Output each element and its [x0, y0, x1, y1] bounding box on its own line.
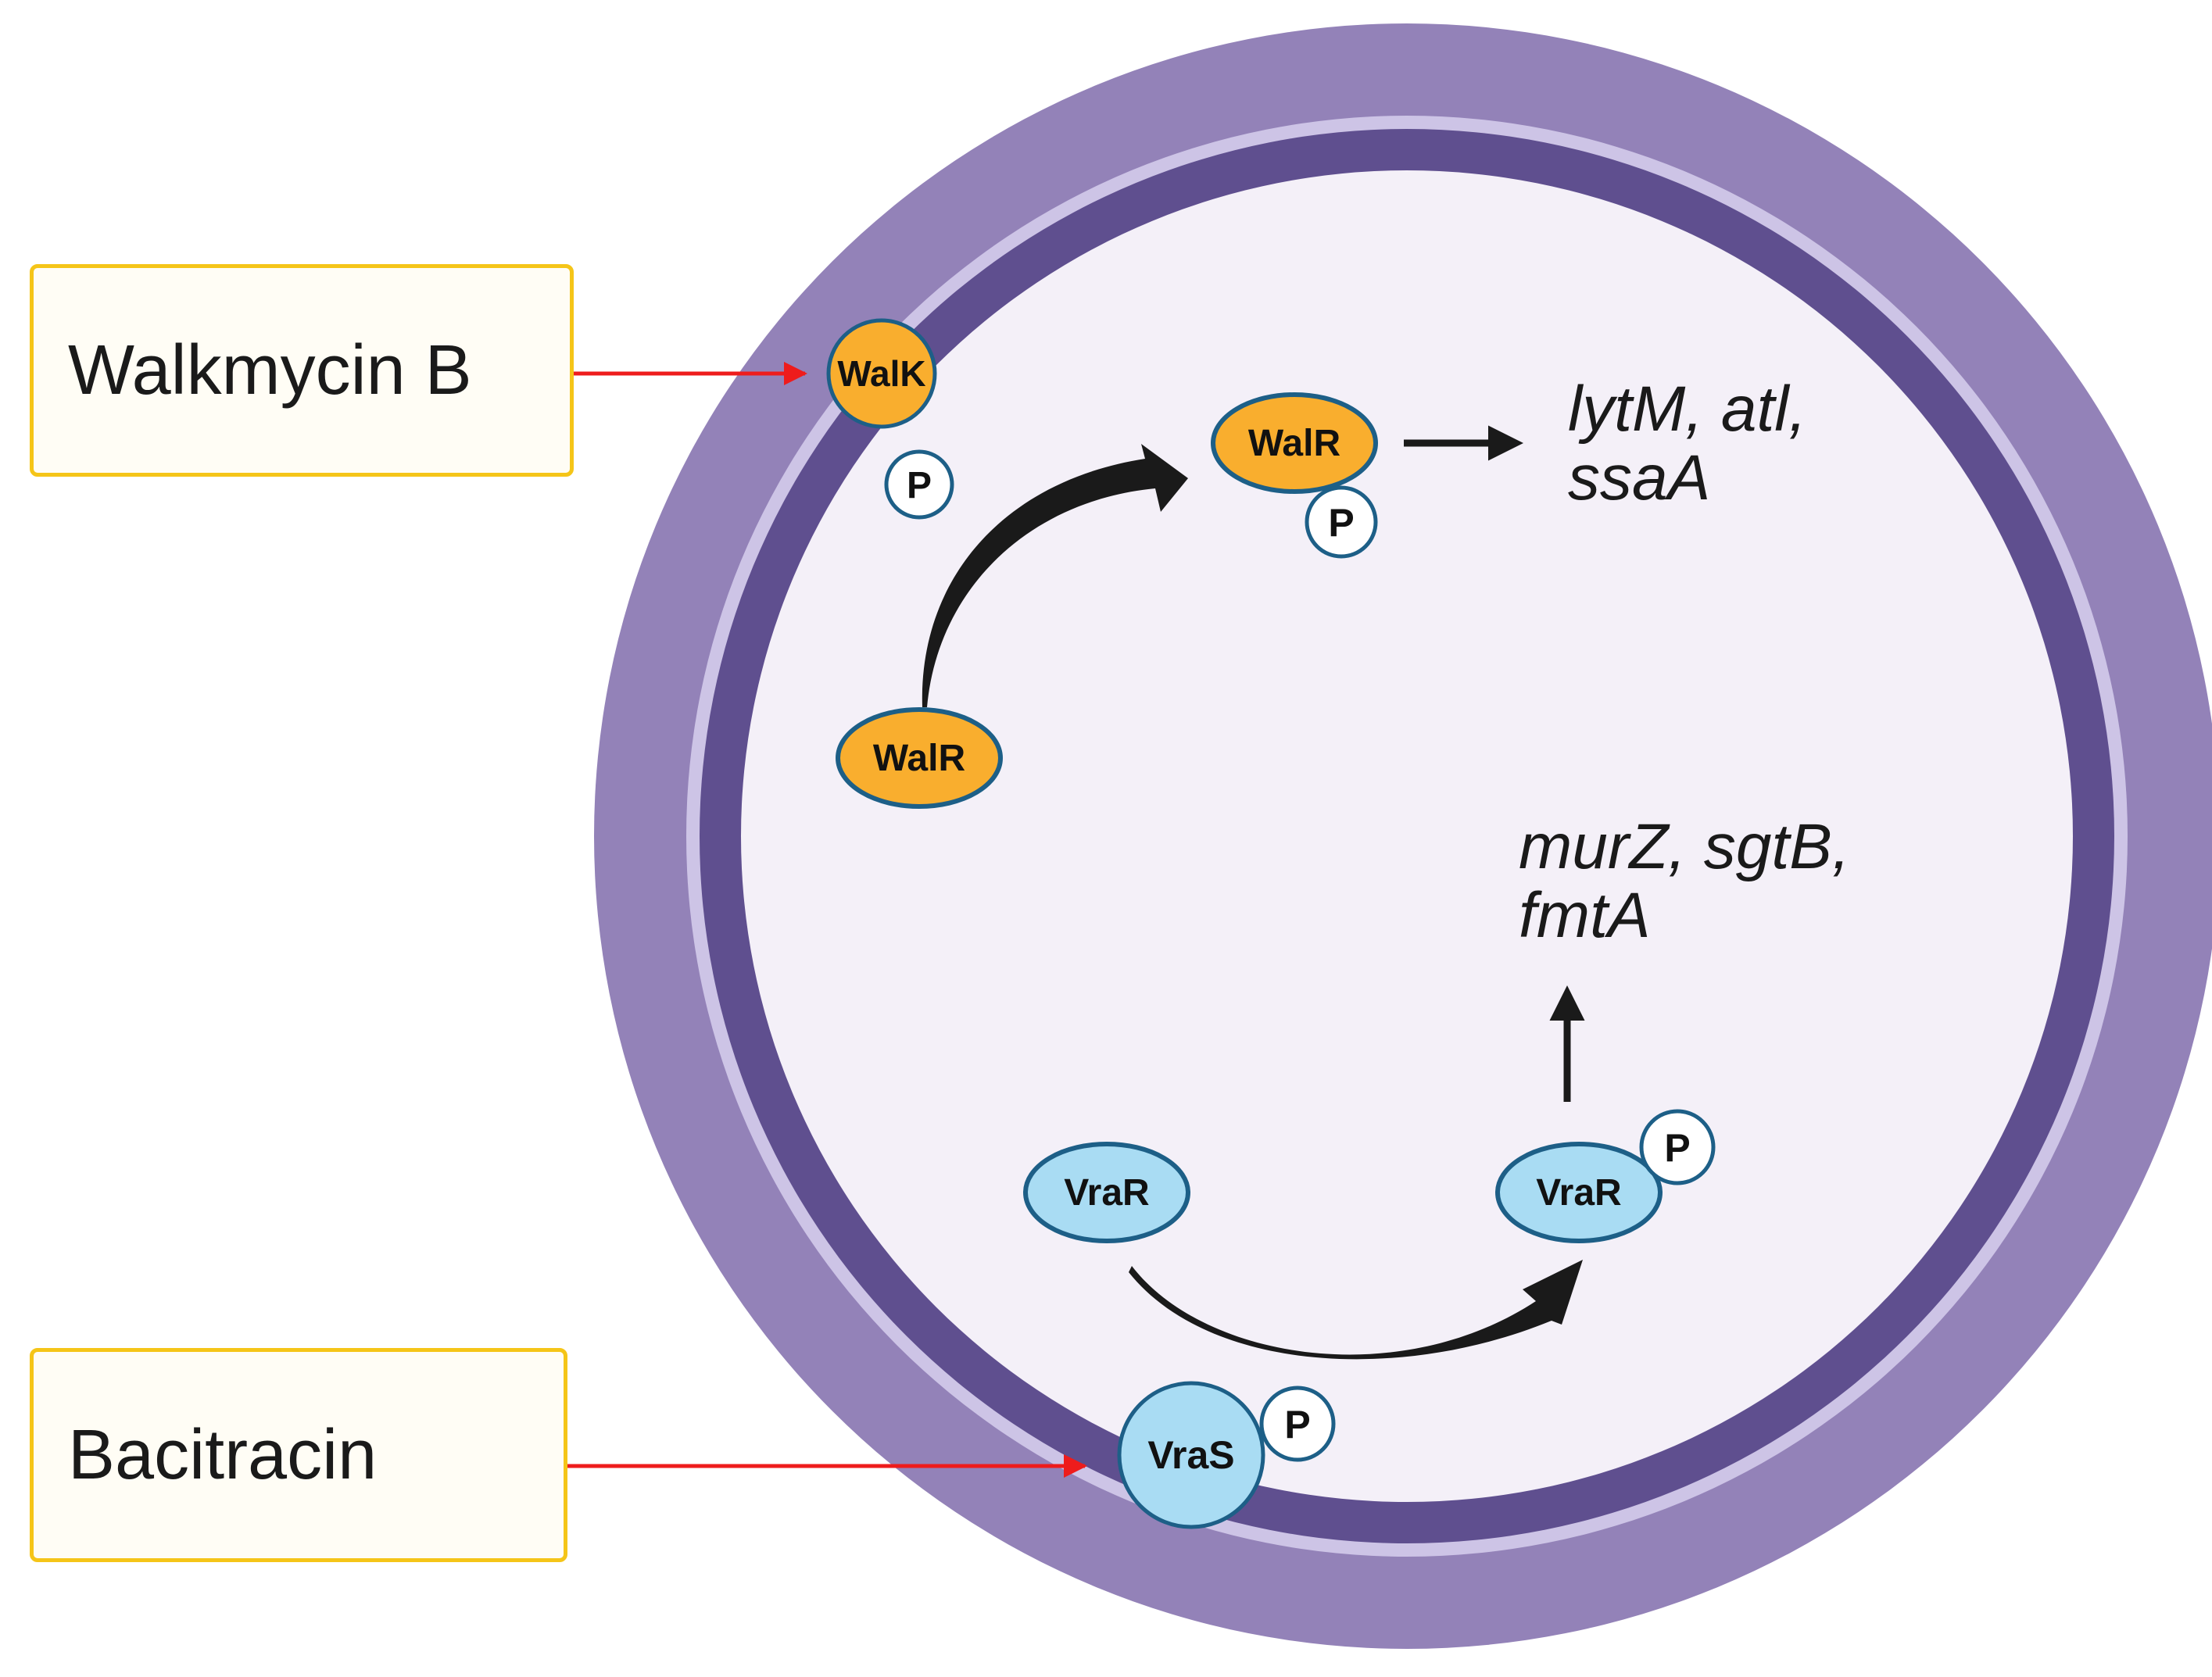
- vrar-phosphorylated-label: VraR: [1536, 1172, 1621, 1214]
- walr-phosphate: P: [1305, 485, 1378, 559]
- walkmycin-b-label: Walkmycin B: [68, 331, 472, 409]
- walkmycin-b-box: Walkmycin B: [30, 264, 574, 477]
- walr-phosphorylated-protein: WalR: [1211, 392, 1378, 494]
- walk-phosphate: P: [884, 449, 954, 520]
- walr-unphosphorylated-label: WalR: [873, 738, 965, 779]
- vras-phosphate: P: [1259, 1386, 1336, 1462]
- walk-label: WalK: [837, 353, 925, 394]
- bacitracin-box: Bacitracin: [30, 1348, 567, 1562]
- vrar-target-genes: murZ, sgtB, fmtA: [1519, 811, 1850, 951]
- vras-protein: VraS: [1117, 1381, 1265, 1529]
- cytoplasm: [741, 170, 2073, 1502]
- svg-text:P: P: [1664, 1126, 1690, 1170]
- walr-target-genes: lytM, atl, ssaA: [1568, 374, 1807, 513]
- svg-text:P: P: [907, 465, 932, 506]
- vrar-phosphorylation-arrow: [1129, 1260, 1583, 1360]
- vrar-unphosphorylated-label: VraR: [1064, 1172, 1149, 1214]
- bacitracin-label: Bacitracin: [68, 1415, 378, 1494]
- vras-label: VraS: [1147, 1433, 1234, 1477]
- vrar-phosphate: P: [1639, 1109, 1716, 1185]
- walr-phosphorylation-arrow: [922, 444, 1188, 707]
- walr-phosphorylated-label: WalR: [1248, 423, 1340, 464]
- svg-text:P: P: [1328, 501, 1354, 545]
- walk-protein: WalK: [826, 318, 937, 429]
- vrar-unphosphorylated-protein: VraR: [1023, 1142, 1190, 1243]
- walr-unphosphorylated-protein: WalR: [836, 707, 1003, 809]
- svg-text:P: P: [1284, 1403, 1310, 1446]
- vrar-phosphorylated-protein: VraR: [1495, 1142, 1663, 1243]
